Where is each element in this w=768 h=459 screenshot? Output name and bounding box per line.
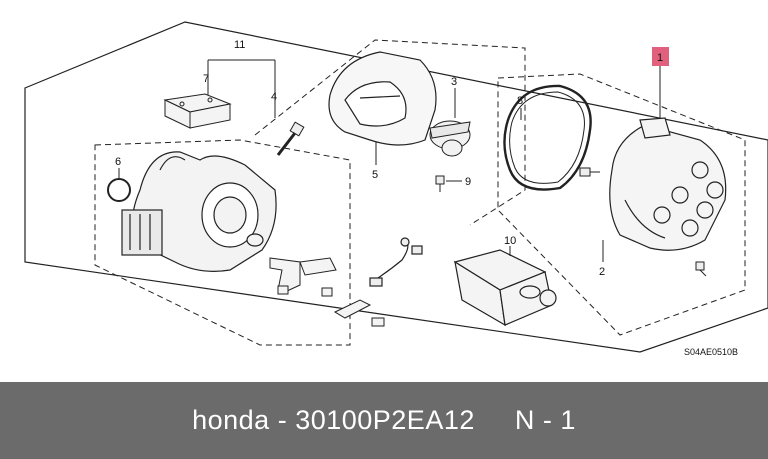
- caption-gap: [475, 405, 515, 435]
- cap-screw-upper: [579, 167, 600, 177]
- rotor: [429, 120, 471, 157]
- ignition-coil: [453, 249, 557, 327]
- shield-cover: [328, 51, 437, 146]
- rotor-screw: [435, 175, 445, 192]
- label-1: 1: [657, 52, 663, 64]
- housing-subassembly-frame: [94, 139, 351, 346]
- sensor-bracket-lower: [321, 287, 385, 327]
- label-9: 9: [465, 176, 471, 188]
- label-8: 8: [517, 95, 523, 107]
- part-caption: honda - 30100P2EA12 N - 1: [192, 405, 576, 436]
- label-10: 10: [504, 235, 516, 247]
- cap-subassembly-frame: [497, 73, 746, 336]
- upper-subassembly-frame: [254, 39, 526, 226]
- part-caption-bar: honda - 30100P2EA12 N - 1: [0, 382, 768, 459]
- ignitor-module: [163, 93, 232, 129]
- label-5: 5: [372, 169, 378, 181]
- part-number: 30100P2EA12: [295, 405, 475, 435]
- long-bolt: [276, 121, 305, 156]
- label-4: 4: [271, 91, 277, 103]
- brand-name: honda: [192, 405, 270, 435]
- assembly-frame: [24, 21, 768, 353]
- distributor-housing: [121, 151, 277, 272]
- drawing-code: S04AE0510B: [684, 347, 738, 357]
- quantity-note: N - 1: [514, 405, 576, 435]
- label-3: 3: [451, 76, 457, 88]
- part-1-highlight: [652, 47, 669, 66]
- mounting-bracket: [269, 257, 337, 295]
- cap-screw-lower: [695, 261, 707, 277]
- cap-seal: [503, 84, 592, 191]
- distributor-cap: [609, 117, 727, 251]
- label-6: 6: [115, 156, 121, 168]
- o-ring: [107, 178, 131, 202]
- parts-diagram: 11 7 4 6 5 3 8 9 1 10 2 S04AE0510B: [24, 21, 768, 357]
- label-11: 11: [234, 39, 245, 51]
- sensor-wire-upper: [369, 237, 423, 287]
- caption-separator: -: [269, 405, 296, 435]
- exploded-view-drawing: 11 7 4 6 5 3 8 9 1 10 2 S04AE0510B: [24, 21, 768, 357]
- label-7: 7: [203, 73, 209, 85]
- label-2: 2: [599, 266, 605, 278]
